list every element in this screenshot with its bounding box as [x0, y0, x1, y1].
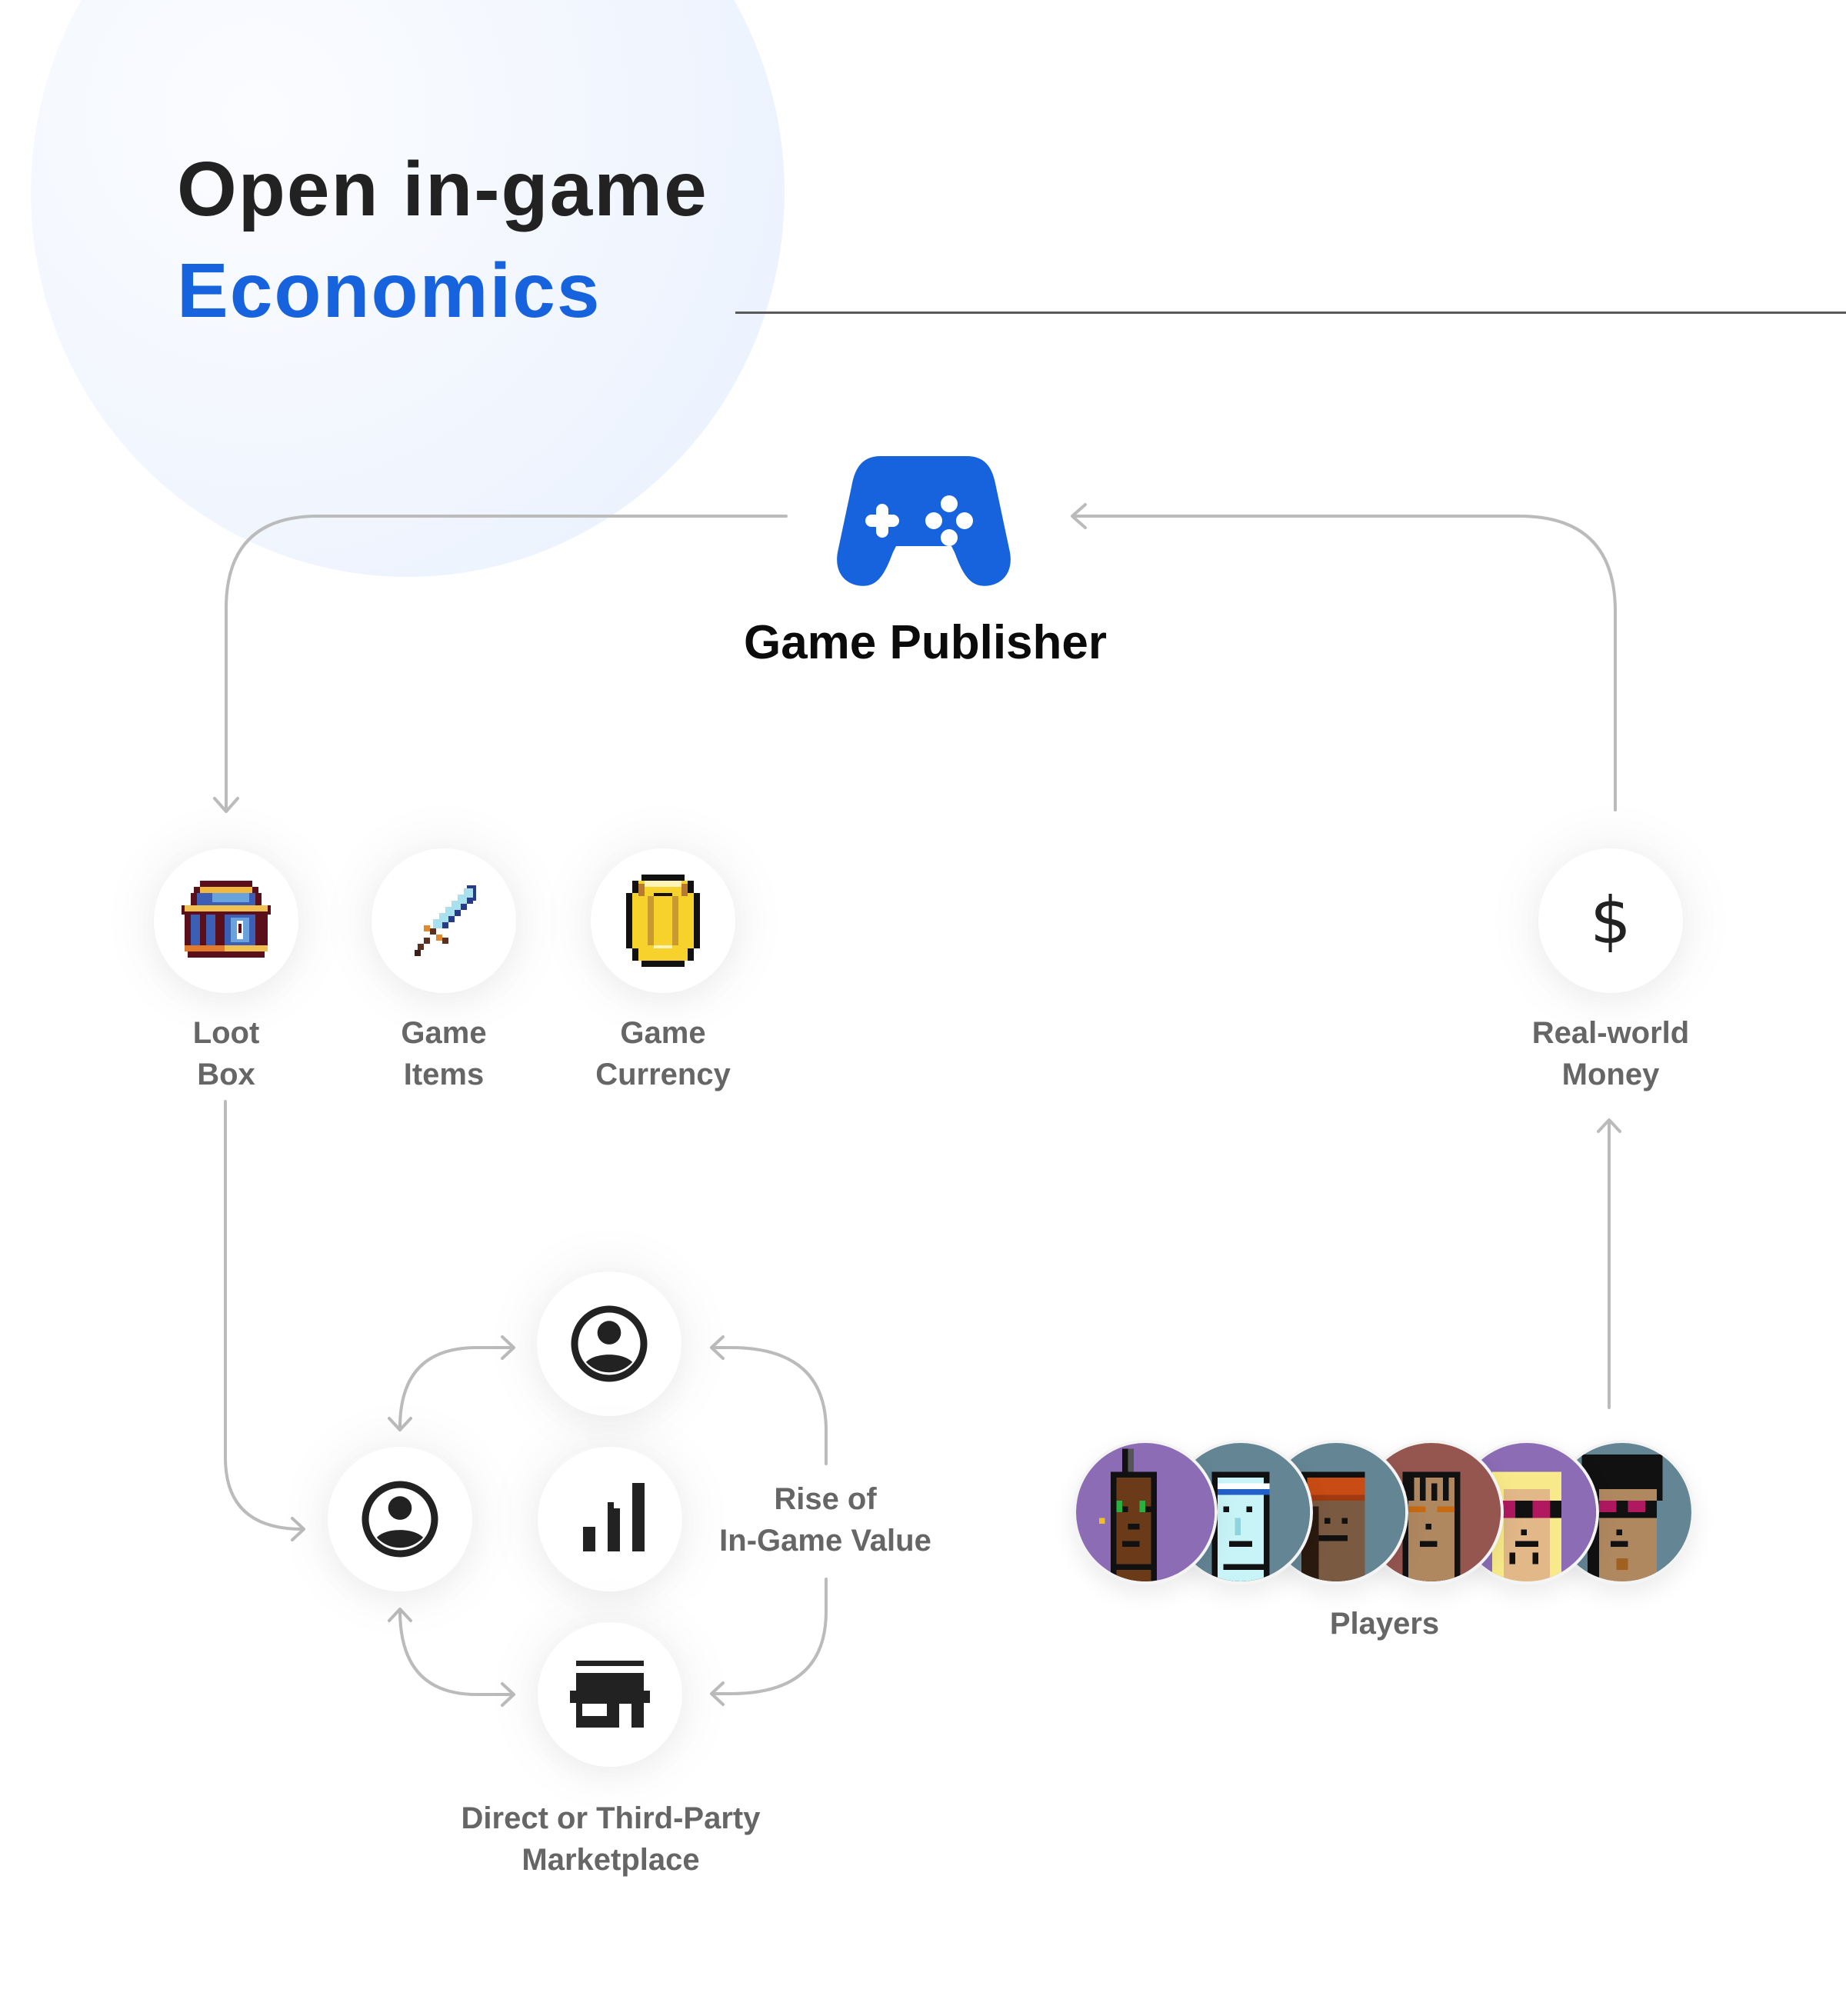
arrow-money-to-publisher: [1072, 515, 1617, 811]
sword-icon: [415, 885, 476, 956]
lootbox-label: Loot Box: [192, 1016, 260, 1091]
page-title-line1: Open in-game: [177, 146, 708, 232]
game-items-node: [372, 848, 516, 993]
bar-chart-icon: [583, 1483, 645, 1551]
arrow-value-to-playerb: [711, 1346, 828, 1465]
marketplace-label: Direct or Third-Party Marketplace: [461, 1801, 761, 1877]
player-b-node: [537, 1271, 681, 1416]
game-currency-label: Game Currency: [595, 1016, 731, 1091]
user-circle-icon: [571, 1305, 648, 1382]
game-currency-node: [591, 848, 735, 993]
dollar-icon: $: [1590, 883, 1631, 958]
arrow-playerb-playera: [398, 1346, 515, 1429]
players-label: Players: [1329, 1607, 1440, 1641]
gold-coin-icon: [626, 875, 700, 967]
marketplace-node: [538, 1622, 682, 1767]
publisher-label: Game Publisher: [743, 616, 1108, 669]
page-title-line2: Economics: [177, 248, 601, 334]
storefront-icon: [570, 1661, 650, 1728]
arrow-lootbox-to-player: [224, 1100, 304, 1531]
arrow-value-to-marketplace: [711, 1578, 828, 1695]
lootbox-node: [154, 848, 298, 993]
player-a-node: [328, 1447, 472, 1591]
player-avatar-1: [1073, 1440, 1218, 1584]
money-node: $: [1538, 848, 1683, 993]
money-label: Real-world Money: [1531, 1016, 1690, 1091]
gamepad-icon: [837, 456, 1011, 586]
user-circle-icon: [362, 1481, 438, 1558]
value-node: [538, 1447, 682, 1591]
title-divider: [735, 312, 1846, 314]
value-label: Rise of In-Game Value: [719, 1482, 931, 1558]
treasure-chest-icon: [182, 881, 271, 958]
game-items-label: Game Items: [401, 1016, 487, 1091]
arrow-playera-marketplace: [398, 1609, 515, 1696]
